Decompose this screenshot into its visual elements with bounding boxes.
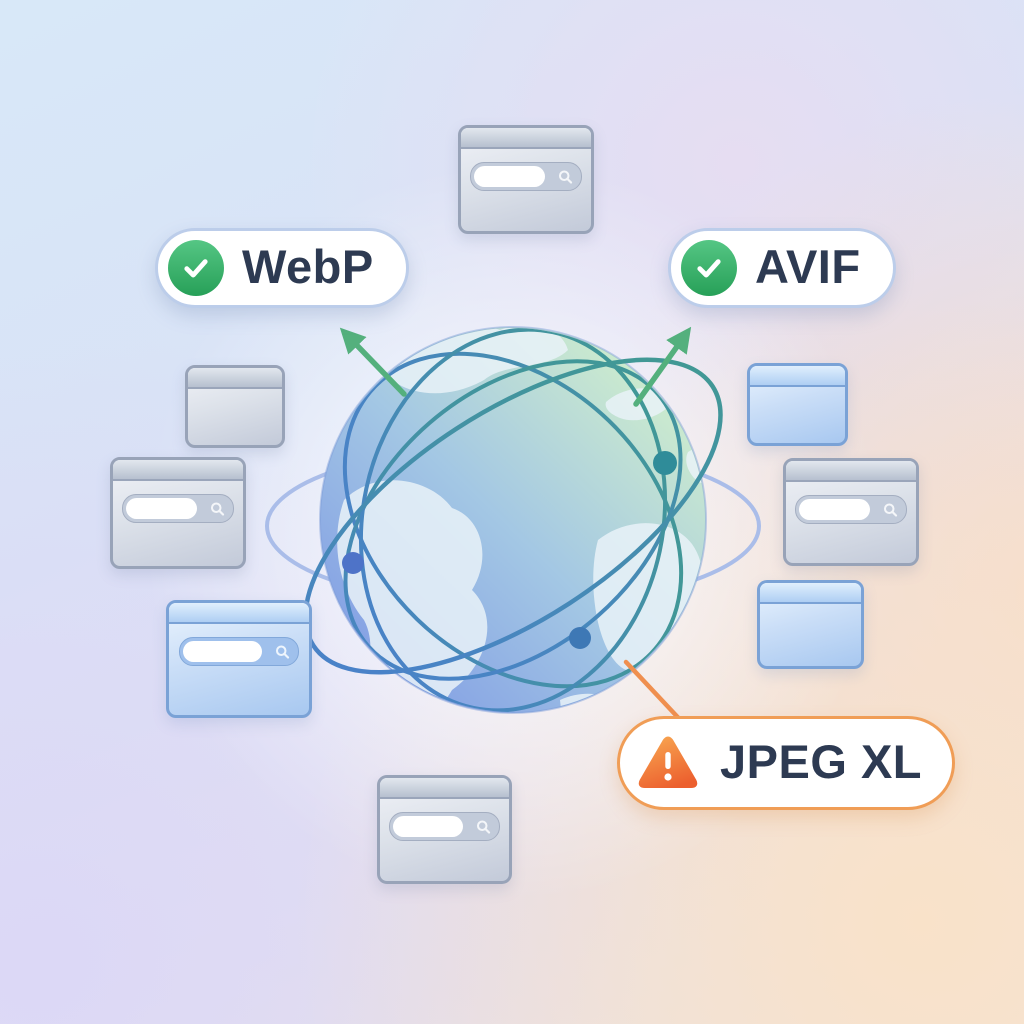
arrow-to-avif (633, 326, 692, 407)
magnifier-icon (275, 644, 289, 659)
address-field (183, 641, 262, 662)
address-bar (122, 494, 234, 523)
browser-window-top-center (458, 125, 594, 234)
orbit-ring-tilted (303, 357, 723, 675)
magnifier-icon (476, 819, 490, 834)
browser-window-right-lower (757, 580, 864, 669)
window-titlebar (169, 603, 309, 624)
jpegxl-label: JPEG XL (720, 734, 923, 788)
browser-window-left-middle (110, 457, 246, 569)
browser-window-right-small (747, 363, 848, 446)
avif-support-badge: AVIF (668, 228, 896, 308)
address-bar (470, 162, 582, 191)
window-titlebar (188, 368, 282, 389)
browser-window-right-middle (783, 458, 919, 566)
magnifier-icon (883, 502, 897, 517)
network-nodes (342, 451, 677, 649)
check-icon (168, 240, 224, 296)
webp-label: WebP (242, 239, 374, 293)
magnifier-icon (558, 169, 572, 184)
address-field (393, 816, 463, 837)
window-titlebar (113, 460, 243, 481)
warning-icon (636, 734, 700, 792)
window-titlebar (760, 583, 861, 604)
check-icon (681, 240, 737, 296)
window-titlebar (786, 461, 916, 482)
window-titlebar (380, 778, 509, 799)
webp-support-badge: WebP (155, 228, 409, 308)
jpegxl-support-badge: JPEG XL (617, 716, 956, 810)
address-field (126, 498, 197, 519)
address-bar (179, 637, 299, 666)
browser-window-left-small (185, 365, 285, 448)
address-field (474, 166, 545, 187)
window-titlebar (461, 128, 591, 149)
browser-window-bottom-center (377, 775, 512, 884)
magnifier-icon (210, 501, 224, 516)
address-bar (389, 812, 500, 841)
browser-window-left-lower (166, 600, 312, 718)
avif-label: AVIF (755, 239, 861, 293)
address-bar (795, 495, 907, 524)
arrow-to-webp (339, 327, 407, 397)
address-field (799, 499, 870, 520)
window-titlebar (750, 366, 845, 387)
